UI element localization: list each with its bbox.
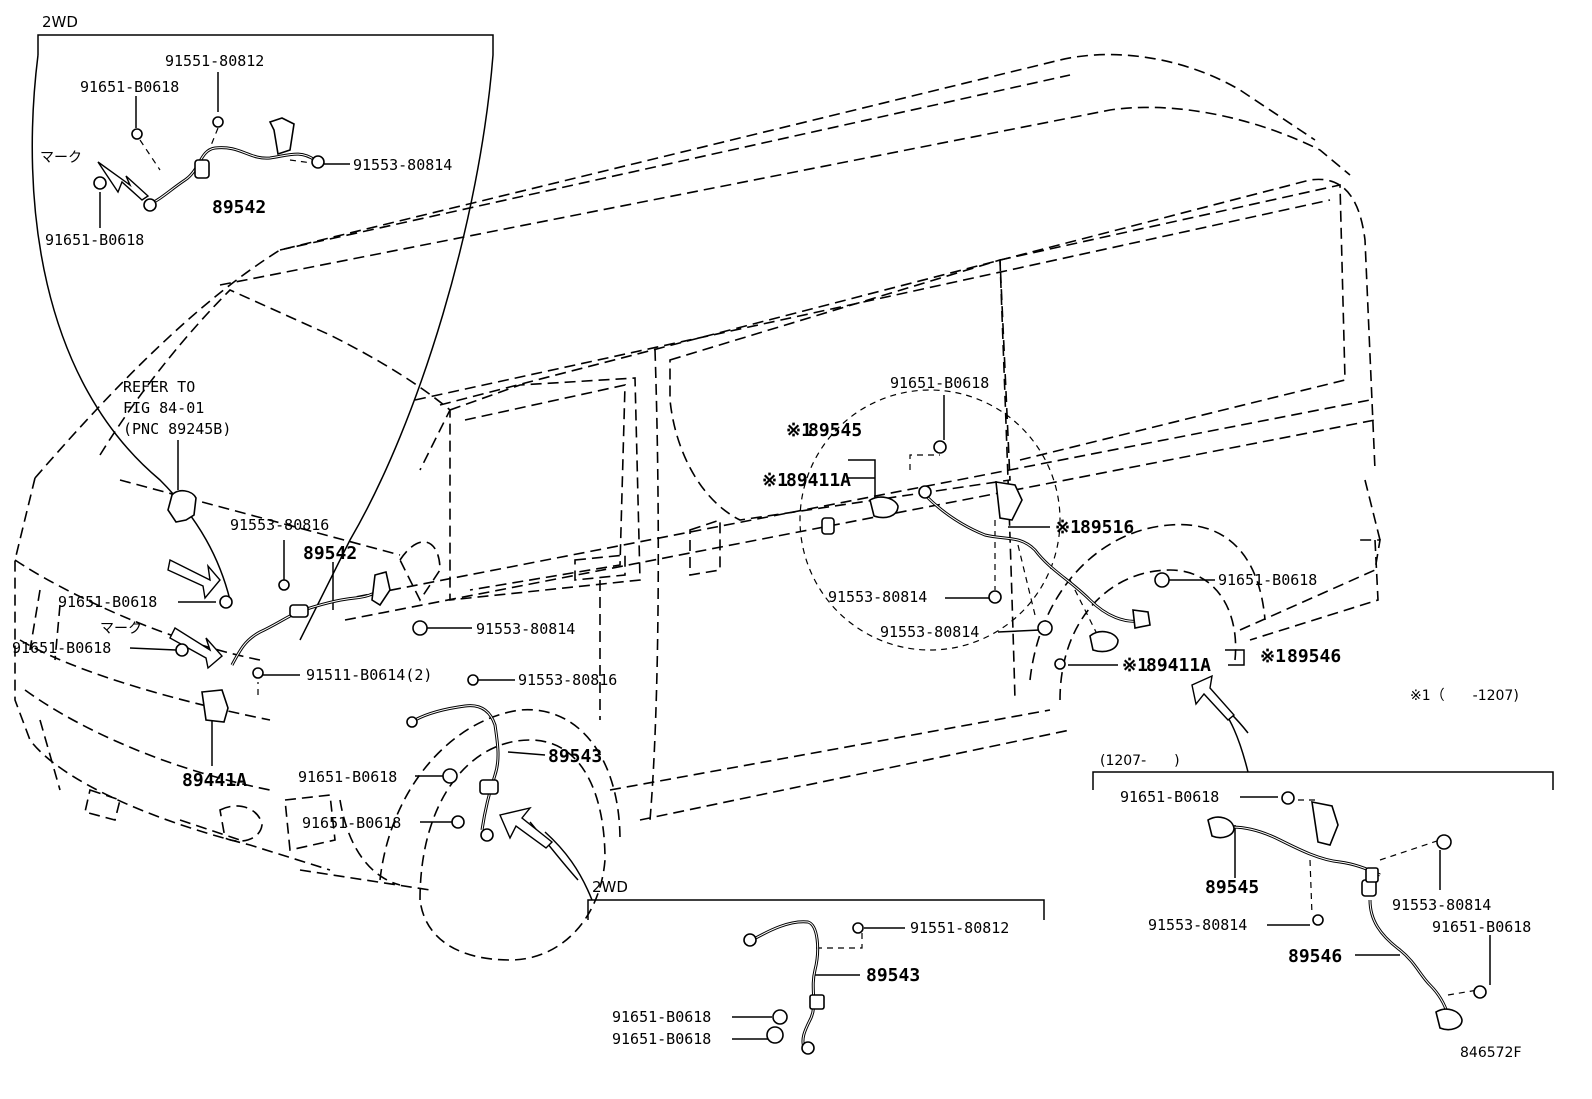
refer-note-line: FIG 84-01 — [123, 399, 204, 417]
part-number: 89516 — [1080, 517, 1134, 538]
part-number: 91553-80816 — [230, 516, 329, 534]
part-number: 89411A — [786, 470, 851, 491]
abs-component-ref — [167, 489, 197, 523]
figure-code: 846572F — [1460, 1045, 1522, 1061]
part-number: 91551-80812 — [910, 919, 1009, 937]
part-number: 91651-B0618 — [1218, 571, 1317, 589]
labels: 2WD 2WD (1207- ) ※1（ -1207) 91551-80812 … — [12, 13, 1531, 1061]
arrow-front-wheel — [499, 806, 554, 849]
leader-lines — [31, 34, 1554, 1040]
part-number: 91651-B0618 — [1120, 788, 1219, 806]
mark1-note: ※1 — [786, 420, 812, 441]
sensor-harness-89516-rear — [821, 440, 1170, 670]
sensor-harness-89542-front — [175, 571, 479, 723]
arrow-front-mark — [167, 558, 221, 600]
parts — [93, 116, 1487, 1055]
part-number: 89545 — [1205, 877, 1259, 898]
part-number: 91511-B0614(2) — [306, 666, 432, 684]
sensor-harness-89545-89546-inset — [1207, 791, 1487, 1031]
sensor-harness-89543-inset — [743, 920, 864, 1055]
part-number: 91651-B0618 — [298, 768, 397, 786]
label-2wd-top: 2WD — [42, 13, 78, 31]
label-range-note: ※1（ -1207) — [1410, 688, 1519, 704]
part-number: 91651-B0618 — [12, 639, 111, 657]
part-number: 91651-B0618 — [612, 1030, 711, 1048]
part-number: 91553-80814 — [476, 620, 575, 638]
part-number: 91551-80812 — [165, 52, 264, 70]
part-number: 89545 — [808, 420, 862, 441]
part-number: 91553-80814 — [828, 588, 927, 606]
arrow-top-mark — [97, 161, 150, 201]
mark-label: マーク — [40, 150, 82, 166]
part-number: 89542 — [212, 197, 266, 218]
arrow-rear-wheel — [1191, 674, 1236, 721]
part-number: 89441A — [182, 770, 247, 791]
mark1-note: ※1 — [762, 470, 788, 491]
van-outline — [14, 53, 1381, 961]
part-number: 91553-80814 — [1392, 896, 1491, 914]
part-number: 89542 — [303, 543, 357, 564]
part-number: 91553-80814 — [880, 623, 979, 641]
part-number: 91651-B0618 — [890, 374, 989, 392]
refer-note-line: REFER TO — [123, 378, 195, 396]
sensor-harness-89542-top — [93, 116, 325, 212]
sensor-harness-89543-front — [406, 704, 500, 842]
part-number: 89543 — [866, 965, 920, 986]
refer-note-line: (PNC 89245B) — [123, 420, 231, 438]
part-number: 91553-80814 — [1148, 916, 1247, 934]
label-2wd-bottom: 2WD — [592, 878, 628, 896]
mark1-note: ※1 — [1260, 646, 1286, 667]
part-number: 91553-80816 — [518, 671, 617, 689]
part-number: 91651-B0618 — [58, 593, 157, 611]
arrow-front-mark2 — [169, 626, 223, 670]
mark1-note: ※1 — [1055, 517, 1081, 538]
part-number: 89411A — [1146, 655, 1211, 676]
label-range-1207-after: (1207- ) — [1100, 753, 1180, 769]
part-number: 89546 — [1288, 946, 1342, 967]
part-number: 89543 — [548, 746, 602, 767]
mark1-note: ※1 — [1122, 655, 1148, 676]
mark-label: マーク — [100, 621, 142, 637]
arrows — [97, 161, 1236, 849]
part-number: 91651-B0618 — [80, 78, 179, 96]
part-number: 91651-B0618 — [612, 1008, 711, 1026]
part-number: 89546 — [1287, 646, 1341, 667]
part-number: 91651-B0618 — [1432, 918, 1531, 936]
part-number: 91651-B0618 — [302, 814, 401, 832]
part-number: 91553-80814 — [353, 156, 452, 174]
part-number: 91651-B0618 — [45, 231, 144, 249]
